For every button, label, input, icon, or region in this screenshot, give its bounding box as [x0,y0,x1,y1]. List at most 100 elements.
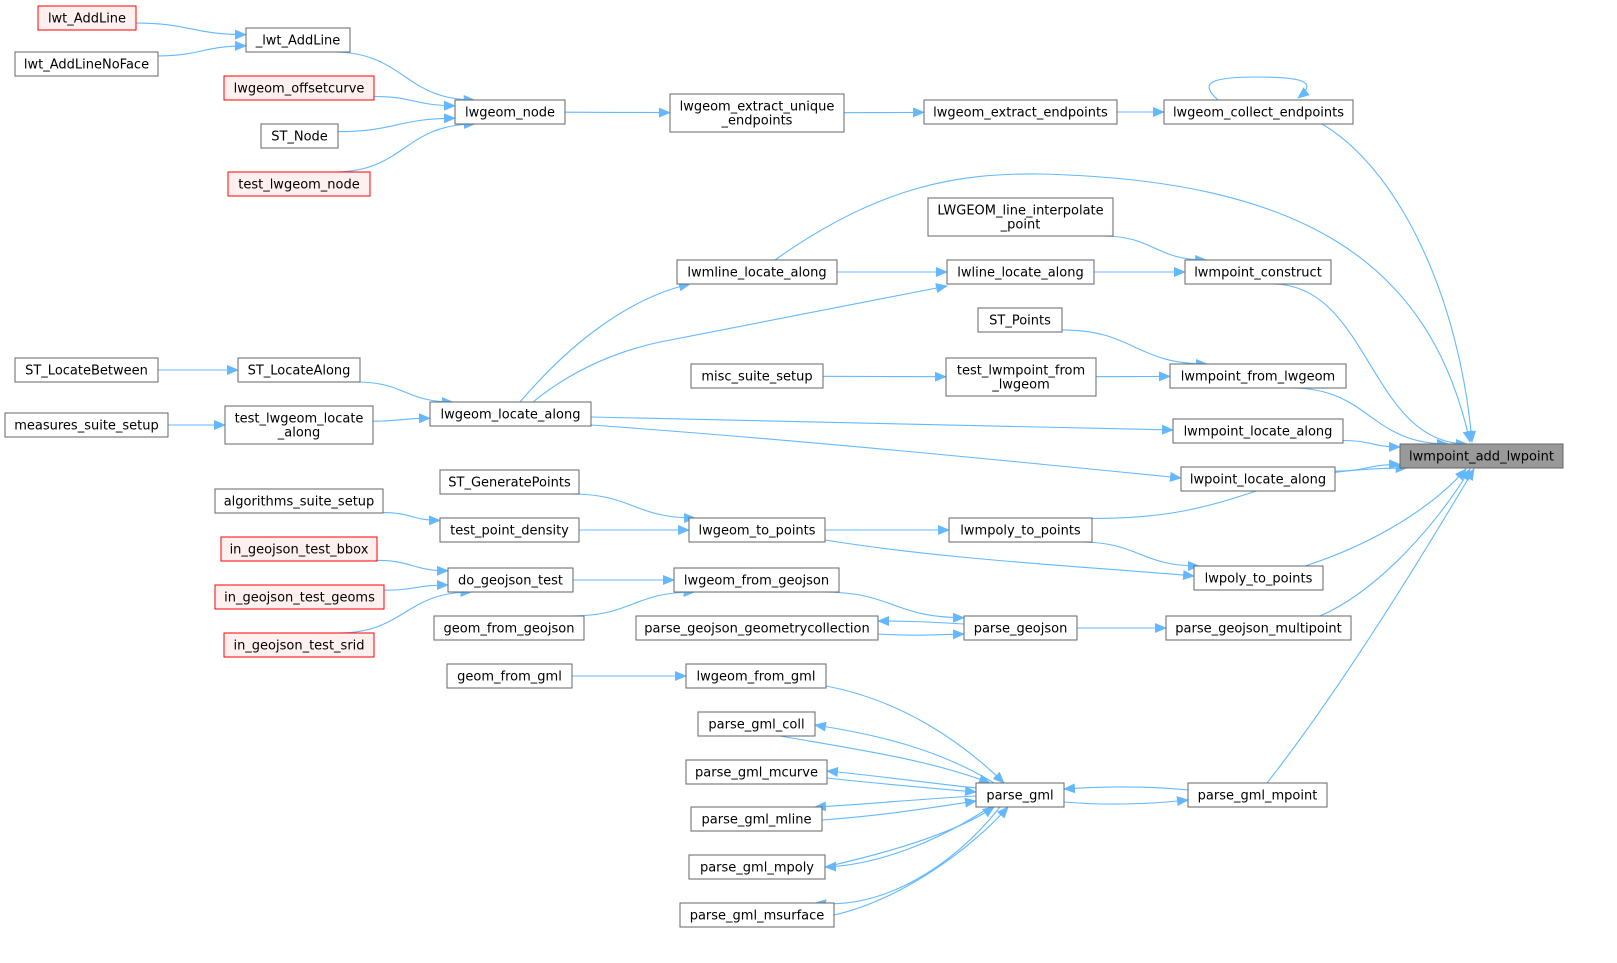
node-parse_gml_coll[interactable]: parse_gml_coll [697,711,816,737]
node-lwgeom_extract_endpoints[interactable]: lwgeom_extract_endpoints [923,99,1118,125]
node-lwpoly_to_points[interactable]: lwpoly_to_points [1193,565,1324,591]
edge-parse_gml-to-parse_gml_mcurve [826,767,977,789]
node-lwgeom_to_points[interactable]: lwgeom_to_points [688,517,826,543]
node-ST_Node[interactable]: ST_Node [260,123,339,149]
node-lwgeom_offsetcurve[interactable]: lwgeom_offsetcurve [223,75,375,101]
node-lwt_AddLineNoFace[interactable]: lwt_AddLineNoFace [14,51,159,77]
node-algorithms_suite_setup[interactable]: algorithms_suite_setup [214,488,384,514]
node-box [963,615,1078,641]
node-lwline_locate_along[interactable]: lwline_locate_along [946,259,1095,285]
node-parse_gml_mpoint[interactable]: parse_gml_mpoint [1187,782,1328,808]
node-label: parse_gml_msurface [690,909,825,924]
node-box [454,99,566,125]
node-parse_geojson[interactable]: parse_geojson [963,615,1078,641]
node-in_geojson_test_bbox[interactable]: in_geojson_test_bbox [220,536,378,562]
edge-parse_geojson_multipoint-to-lwmpoint_add_lwpoint [1319,468,1471,617]
node-lwmline_locate_along[interactable]: lwmline_locate_along [676,259,838,285]
node-lwgeom_locate_along[interactable]: lwgeom_locate_along [429,401,592,427]
node-box [245,27,351,53]
node-label: _lwgeom [991,378,1050,393]
node-lwgeom_from_geojson[interactable]: lwgeom_from_geojson [673,567,840,593]
node-box [923,99,1118,125]
edge-lwmline_locate_along-to-lwmpoint_add_lwpoint [774,173,1473,443]
node-misc_suite_setup[interactable]: misc_suite_setup [690,363,824,389]
node-test_lwgeom_node[interactable]: test_lwgeom_node [227,171,371,197]
node-lwgeom_extract_unique_endpoints[interactable]: lwgeom_extract_unique_endpoints [669,93,845,133]
edge-lwgeom_from_gml-to-parse_gml [825,685,1005,784]
node-lwmpoly_to_points[interactable]: lwmpoly_to_points [948,517,1093,543]
node-in_geojson_test_geoms[interactable]: in_geojson_test_geoms [214,584,385,610]
edge-parse_gml-to-parse_gml_mpoint [1063,796,1189,807]
node-lwgeom_from_gml[interactable]: lwgeom_from_gml [685,663,827,689]
node-test_lwgeom_locate_along[interactable]: test_lwgeom_locate_along [224,405,374,445]
node-box [433,615,585,641]
node-box [635,615,879,641]
node-label: lwmpoly_to_points [960,524,1081,539]
node-label: lwgeom_offsetcurve [234,82,365,97]
node-parse_gml_mline[interactable]: parse_gml_mline [690,806,823,832]
node-geom_from_gml[interactable]: geom_from_gml [446,663,573,689]
node-box [4,412,169,438]
node-ST_GeneratePoints[interactable]: ST_GeneratePoints [439,469,580,495]
node-parse_gml_mcurve[interactable]: parse_gml_mcurve [685,759,828,785]
edge-parse_gml_mline-to-parse_gml [821,797,977,821]
node-label: parse_gml_coll [708,718,804,733]
edge-ST_LocateAlong-to-lwgeom_locate_along [356,381,454,407]
node-label: lwgeom_to_points [698,524,815,539]
node-LWGEOM_line_interpolate_point[interactable]: LWGEOM_line_interpolate_point [927,197,1114,237]
node-box [223,632,375,658]
node-label: lwmpoint_add_lwpoint [1409,450,1554,465]
node-do_geojson_test[interactable]: do_geojson_test [447,567,574,593]
node-geom_from_geojson[interactable]: geom_from_geojson [433,615,585,641]
node-label: parse_geojson [974,622,1068,637]
edge-lwgeom_offsetcurve-to-lwgeom_node [373,95,456,111]
node-label: geom_from_gml [457,670,562,685]
node-lwmpoint_locate_along[interactable]: lwmpoint_locate_along [1172,418,1344,444]
node-lwmpoint_from_lwgeom[interactable]: lwmpoint_from_lwgeom [1169,363,1347,389]
node-box [669,93,845,133]
node-box [690,806,823,832]
node-lwt_AddLine[interactable]: lwt_AddLine [37,5,137,31]
edge-parse_gml-to-parse_gml_coll [814,721,995,784]
node-ST_LocateBetween[interactable]: ST_LocateBetween [14,357,159,383]
node-label: test_lwmpoint_from [957,364,1085,379]
node-label: parse_gml [986,789,1053,804]
node-ST_LocateAlong[interactable]: ST_LocateAlong [237,357,361,383]
node-test_point_density[interactable]: test_point_density [439,517,580,543]
node-measures_suite_setup[interactable]: measures_suite_setup [4,412,169,438]
node-lwgeom_node[interactable]: lwgeom_node [454,99,566,125]
node-parse_geojson_multipoint[interactable]: parse_geojson_multipoint [1165,615,1352,641]
node-parse_gml_mpoly[interactable]: parse_gml_mpoly [688,854,826,880]
node-box [977,307,1063,333]
node-lwmpoint_construct[interactable]: lwmpoint_construct [1184,259,1332,285]
node-ST_Points[interactable]: ST_Points [977,307,1063,333]
edge-lwmpoint_locate_along-to-lwmpoint_add_lwpoint [1342,439,1401,452]
node-label: parse_gml_mpoly [700,861,814,876]
node-test_lwmpoint_from_lwgeom[interactable]: test_lwmpoint_from_lwgeom [945,357,1097,397]
node-label: ST_Node [271,130,328,145]
edge-algorithms_suite_setup-to-test_point_density [382,512,441,526]
node-box [927,197,1114,237]
node-box [690,363,824,389]
edge-lwmpoint_construct-to-lwmpoint_add_lwpoint [1272,283,1468,449]
node-lwmpoint_add_lwpoint[interactable]: lwmpoint_add_lwpoint [1399,443,1564,469]
edge-lwmpoly_to_points-to-lwpoly_to_points [1079,541,1200,571]
edge-lwgeom_collect_endpoints-to-lwmpoint_add_lwpoint [1321,123,1477,443]
edge-in_geojson_test_bbox-to-do_geojson_test [376,559,449,576]
edge-lwgeom_locate_along-to-lwline_locate_along [532,283,948,403]
node-lwpoint_locate_along[interactable]: lwpoint_locate_along [1180,466,1336,492]
node-parse_geojson_geometrycollection[interactable]: parse_geojson_geometrycollection [635,615,879,641]
node-label: lwt_AddLine [48,12,126,27]
node-label: lwmline_locate_along [687,266,826,281]
node-layer: lwmpoint_add_lwpoint lwgeom_collect_endpo… [4,5,1564,928]
node-label: test_lwgeom_locate [235,412,364,427]
node-label: ST_GeneratePoints [448,476,571,491]
node-label: lwt_AddLineNoFace [24,58,149,73]
node-parse_gml[interactable]: parse_gml [975,782,1065,808]
node-parse_gml_msurface[interactable]: parse_gml_msurface [679,902,835,928]
node-lwgeom_collect_endpoints[interactable]: lwgeom_collect_endpoints [1163,99,1354,125]
node-label: in_geojson_test_bbox [230,543,369,558]
node-_lwt_AddLine[interactable]: _lwt_AddLine [245,27,351,53]
node-box [214,488,384,514]
node-in_geojson_test_srid[interactable]: in_geojson_test_srid [223,632,375,658]
